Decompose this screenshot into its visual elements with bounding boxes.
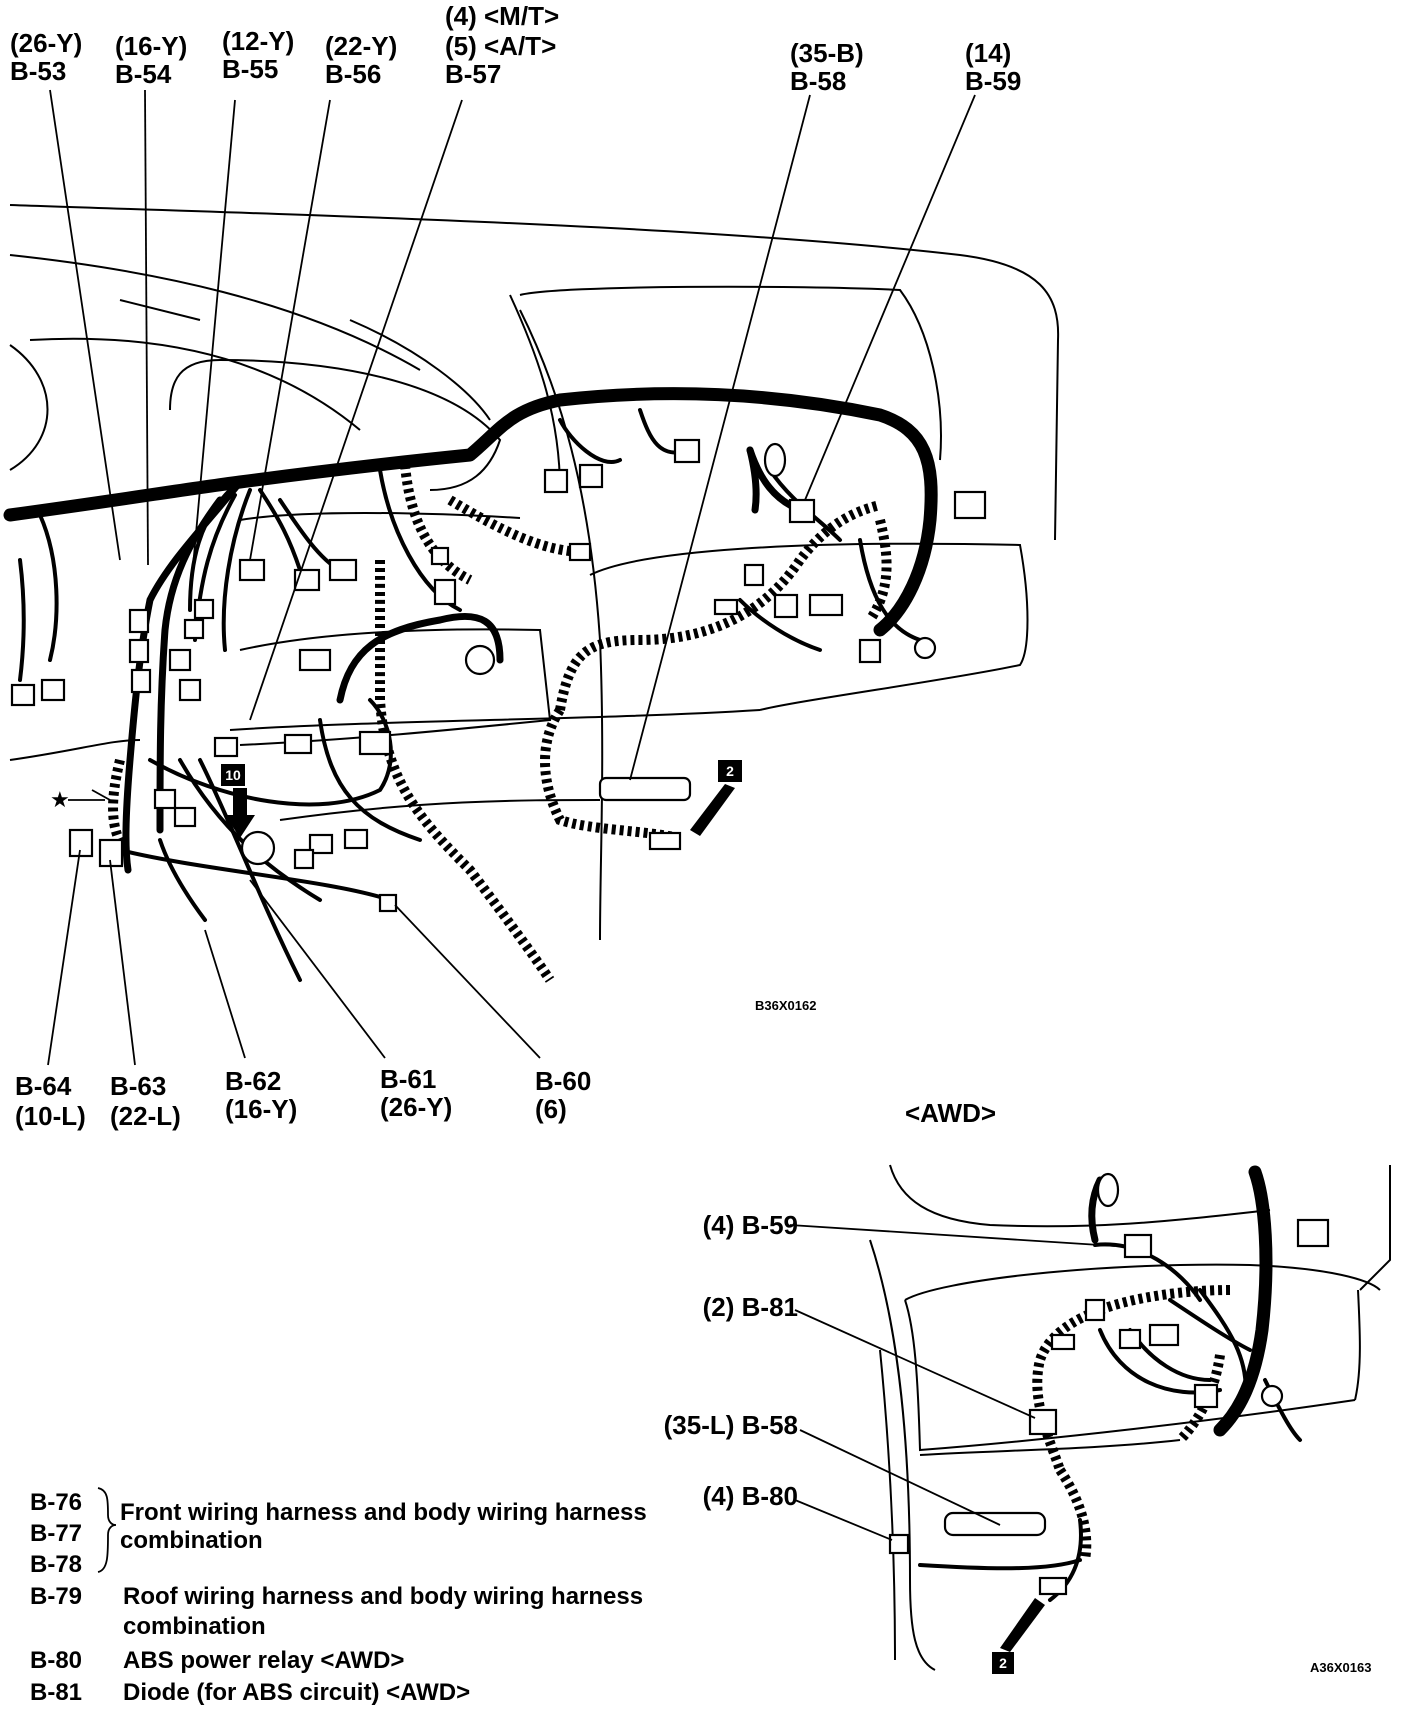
legend-item-b81-line1: Diode (for ABS circuit) <AWD> (123, 1679, 470, 1706)
label-b58-spec: (35-B) (790, 38, 864, 68)
label-b63-id: B-63 (110, 1071, 166, 1101)
star-marker: ★ (50, 788, 70, 813)
legend-item-b80-line1: ABS power relay <AWD> (123, 1647, 404, 1674)
bottom-labels: B-64 (10-L) B-63 (22-L) B-62 (16-Y) B-61… (15, 1064, 591, 1131)
main-wiring-harness (3, 387, 938, 982)
label-b53-spec: (26-Y) (10, 28, 82, 58)
awd-outline (869, 1164, 1391, 1671)
label-b60-spec: (6) (535, 1094, 567, 1124)
callout-box-2-awd-text: 2 (999, 1655, 1007, 1671)
awd-leader-lines (789, 1224, 1116, 1541)
label-b56-spec: (22-Y) (325, 31, 397, 61)
label-b57-spec-at: (5) <A/T> (445, 31, 556, 61)
legend-item-b79-line1: Roof wiring harness and body wiring harn… (123, 1583, 643, 1610)
awd-labels: (4) B-59 (2) B-81 (35-L) B-58 (4) B-80 (664, 1210, 798, 1511)
label-b62-id: B-62 (225, 1066, 281, 1096)
callout-box-10-text: 10 (225, 767, 241, 783)
connectors-main (10, 438, 987, 913)
label-b59-id: B-59 (965, 66, 1021, 96)
label-b61-id: B-61 (380, 1064, 436, 1094)
connectors-awd (888, 1172, 1330, 1596)
top-labels: (26-Y) B-53 (16-Y) B-54 (12-Y) B-55 (22-… (10, 1, 1021, 96)
label-b60-id: B-60 (535, 1066, 591, 1096)
label-b58-id: B-58 (790, 66, 846, 96)
legend-group-id-2: B-77 (30, 1520, 82, 1547)
label-b55-spec: (12-Y) (222, 26, 294, 56)
callout-box-2-main-text: 2 (726, 763, 734, 779)
label-b53-id: B-53 (10, 56, 66, 86)
legend-group-desc-line1: Front wiring harness and body wiring har… (120, 1499, 647, 1526)
awd-title: <AWD> (905, 1098, 996, 1128)
label-b57-spec-mt: (4) <M/T> (445, 1, 559, 31)
label-b64-spec: (10-L) (15, 1101, 86, 1131)
legend-brace (97, 1487, 117, 1573)
label-b55-id: B-55 (222, 54, 278, 84)
label-b64-id: B-64 (15, 1071, 72, 1101)
figure-code-awd: A36X0163 (1310, 1660, 1371, 1675)
label-b63-spec: (22-L) (110, 1101, 181, 1131)
legend-item-b81-id: B-81 (30, 1679, 82, 1706)
legend-item-b79-line2: combination (123, 1613, 266, 1640)
legend-item-b80-id: B-80 (30, 1647, 82, 1674)
label-b56-id: B-56 (325, 59, 381, 89)
legend-group-id-3: B-78 (30, 1551, 82, 1578)
label-b54-id: B-54 (115, 59, 172, 89)
awd-label-b81: (2) B-81 (703, 1292, 798, 1322)
legend: B-76 B-77 B-78 Front wiring harness and … (30, 1487, 647, 1706)
leader-lines-top (49, 89, 976, 781)
legend-group-id-1: B-76 (30, 1489, 82, 1516)
awd-label-b59: (4) B-59 (703, 1210, 798, 1240)
leader-lines-bottom (47, 789, 541, 1066)
label-b54-spec: (16-Y) (115, 31, 187, 61)
label-b62-spec: (16-Y) (225, 1094, 297, 1124)
label-b61-spec: (26-Y) (380, 1092, 452, 1122)
awd-label-b80: (4) B-80 (703, 1481, 798, 1511)
taped-harness-sections (108, 464, 892, 983)
awd-label-b58: (35-L) B-58 (664, 1410, 798, 1440)
legend-group-desc-line2: combination (120, 1527, 263, 1554)
callout-box-2-main: 2 (690, 760, 742, 836)
legend-item-b79-id: B-79 (30, 1583, 82, 1610)
callout-box-2-awd: 2 (992, 1598, 1045, 1674)
label-b57-id: B-57 (445, 59, 501, 89)
callout-box-10: 10 (221, 764, 255, 838)
label-b59-spec: (14) (965, 38, 1011, 68)
figure-code-main: B36X0162 (755, 998, 816, 1013)
